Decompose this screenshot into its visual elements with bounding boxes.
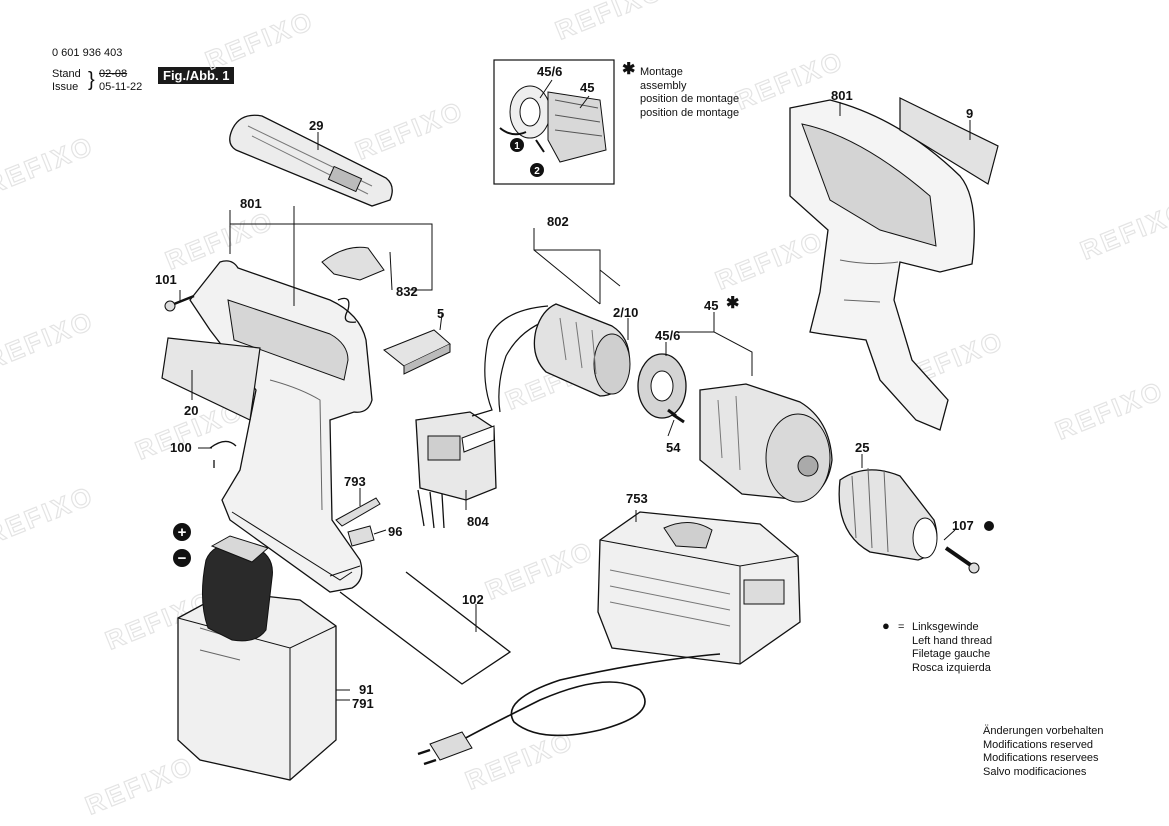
watermark-text: REFIXO [551,0,669,46]
watermark-text: REFIXO [1076,195,1169,266]
callout-5: 5 [437,306,444,321]
assembly-inset: 1 2 45/6 45 [493,59,615,185]
brace-icon: } [88,69,95,91]
callout-100: 100 [170,440,192,455]
thread-note: Linksgewinde Left hand thread Filetage g… [912,621,992,675]
assembly-note-star-icon: ✱ [622,61,636,78]
part-9-plate [899,97,999,185]
watermark-text: REFIXO [481,535,599,606]
callout-102: 102 [462,592,484,607]
part-107-screw [944,546,980,574]
callout-inset-45: 45 [580,80,594,95]
thread-note-line: Left hand thread [912,634,993,647]
part-801-housing-right [789,99,975,431]
part-100-spring [209,440,237,468]
part-793-bit [335,497,381,527]
part-102-hook [339,571,512,685]
callout-96: 96 [388,524,402,539]
callout-45-6: 45/6 [655,328,680,343]
callout-801: 801 [240,196,262,211]
part-20-plate [161,337,261,421]
part-96-clip [347,525,375,547]
callout-25: 25 [855,440,869,455]
thread-note-dot-icon: ● [882,618,890,633]
part-5-slider [383,329,451,375]
inset-step-2: 2 [534,166,540,177]
modifications-note-line: Modifications reserved [983,738,1094,751]
inset-step-1: 1 [514,141,520,152]
callout-54: 54 [666,440,681,455]
callout-793: 793 [344,474,366,489]
callout-801-right: 801 [831,88,853,103]
battery-pack: + − [173,523,337,781]
modifications-note-line: Salvo modificaciones [983,765,1087,778]
modifications-note-line: Modifications reservees [983,752,1099,764]
watermark-text: REFIXO [711,225,829,296]
callout-791: 791 [352,696,374,711]
modifications-note: Änderungen vorbehalten Modifications res… [983,725,1103,779]
part-29-cover [229,114,393,207]
watermark-text: REFIXO [0,480,99,551]
part-45-gearbox [699,383,833,503]
part-number: 0 601 936 403 [52,47,123,59]
part-45-6-ring [637,353,687,419]
thread-note-line: Linksgewinde [912,621,979,633]
motor-wires [471,305,549,417]
callout-832: 832 [396,284,418,299]
callout-101: 101 [155,272,177,287]
watermark-text: REFIXO [351,95,469,166]
callout-804: 804 [467,514,489,529]
assembly-note-line: assembly [640,79,687,92]
battery-minus: − [178,550,187,567]
stand-value: 02-08 [99,68,128,80]
part-25-chuck [838,467,938,561]
watermark-text: REFIXO [81,750,199,821]
issue-value: 05-11-22 [99,81,143,93]
assembly-note: Montage assembly position de montage pos… [640,66,739,120]
thread-note-equals: = [898,621,905,633]
watermark-text: REFIXO [0,305,99,376]
thread-note-line: Rosca izquierda [912,661,991,674]
assembly-note-line: position de montage [640,93,740,105]
thread-note-line: Filetage gauche [912,648,991,660]
left-thread-dot-icon [984,521,994,531]
callout-9: 9 [966,106,973,121]
watermark-text: REFIXO [1051,375,1169,446]
callout-inset-45-6: 45/6 [537,64,562,79]
assembly-star-icon: ✱ [726,295,739,312]
part-804-switch [415,411,497,529]
assembly-note-line: Montage [640,66,683,78]
watermark-text: REFIXO [201,5,319,76]
part-832-clip [321,246,385,323]
callout-2-10: 2/10 [613,305,638,320]
part-753-charger [597,511,801,665]
leader-lines [179,102,971,701]
issue-label: Issue [52,81,79,93]
battery-plus: + [178,524,187,541]
charger-power-cord [417,653,721,766]
modifications-note-line: Änderungen vorbehalten [983,725,1104,737]
callout-20: 20 [184,403,198,418]
stand-label: Stand [52,68,81,80]
callout-802: 802 [547,214,569,229]
part-54-screw [667,408,685,424]
part-801-housing-left [189,260,373,593]
callout-91: 91 [359,682,373,697]
assembly-note-line: position de montage [640,106,740,119]
watermark-text: REFIXO [0,130,99,201]
figure-label: Fig./Abb. 1 [158,67,235,84]
callout-29: 29 [309,118,323,133]
callout-45: 45 [704,298,718,313]
callout-753: 753 [626,491,648,506]
callout-107: 107 [952,518,974,533]
part-101-screw [164,294,195,312]
part-2-10-motor [533,303,631,397]
